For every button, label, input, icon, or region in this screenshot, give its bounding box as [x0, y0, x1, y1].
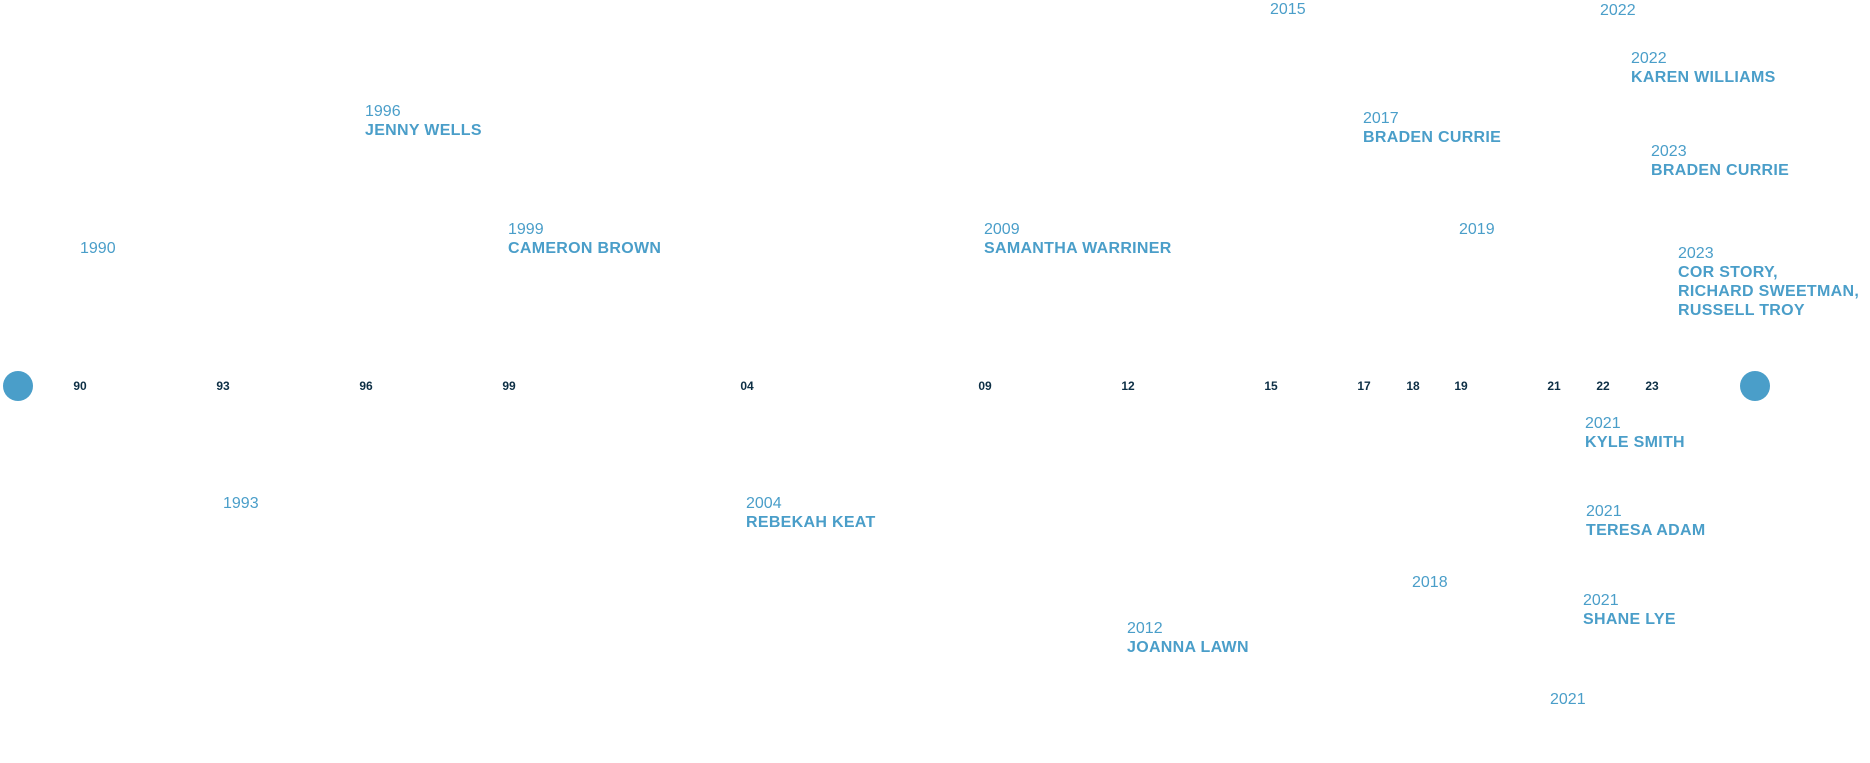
event-year: 1999: [508, 221, 544, 238]
event-year: 2009: [984, 221, 1020, 238]
event-year: 2004: [746, 495, 782, 512]
event-year: 2022: [1600, 2, 1636, 19]
timeline-start-dot: [3, 371, 33, 401]
axis-tick-label: 15: [1264, 379, 1278, 393]
axis-tick-label: 99: [502, 379, 516, 393]
event-person-name: SHANE LYE: [1583, 611, 1676, 628]
event-person-name: BRADEN CURRIE: [1651, 162, 1790, 179]
event-year: 2021: [1585, 415, 1621, 432]
axis-tick-label: 04: [740, 379, 754, 393]
axis-tick-label: 12: [1121, 379, 1135, 393]
timeline-event: 1990: [80, 239, 116, 258]
event-year: 2012: [1127, 620, 1163, 637]
event-year: 1993: [223, 495, 259, 512]
event-person-name: KYLE SMITH: [1585, 434, 1685, 451]
event-person-name: RUSSELL TROY: [1678, 302, 1805, 319]
axis-tick-label: 19: [1454, 379, 1468, 393]
event-person-name: TERESA ADAM: [1586, 522, 1706, 539]
timeline-end-dot: [1740, 371, 1770, 401]
axis-tick-label: 22: [1596, 379, 1610, 393]
timeline-event: 2021: [1550, 690, 1586, 709]
event-person-name: SAMANTHA WARRINER: [984, 240, 1172, 257]
event-year: 2023: [1678, 245, 1714, 262]
event-year: 2023: [1651, 143, 1687, 160]
event-year: 2015: [1270, 1, 1306, 18]
axis-tick-label: 96: [359, 379, 373, 393]
event-year: 1990: [80, 240, 116, 257]
axis-tick-label: 93: [216, 379, 230, 393]
event-person-name: KAREN WILLIAMS: [1631, 69, 1776, 86]
timeline-event: 2022: [1600, 1, 1636, 20]
timeline-event: 2015: [1270, 0, 1306, 19]
axis-tick-label: 23: [1645, 379, 1659, 393]
axis-tick-label: 17: [1357, 379, 1371, 393]
event-year: 2021: [1583, 592, 1619, 609]
event-person-name: REBEKAH KEAT: [746, 514, 876, 531]
event-person-name: JENNY WELLS: [365, 122, 482, 139]
event-person-name: JOANNA LAWN: [1127, 639, 1249, 656]
event-person-name: COR STORY,: [1678, 264, 1778, 281]
axis-tick-label: 18: [1406, 379, 1420, 393]
timeline-event: 2018: [1412, 573, 1448, 592]
event-year: 2018: [1412, 574, 1448, 591]
axis-tick-label: 21: [1547, 379, 1561, 393]
event-person-name: RICHARD SWEETMAN,: [1678, 283, 1860, 300]
timeline-event: 2019: [1459, 220, 1495, 239]
axis-tick-label: 90: [73, 379, 87, 393]
event-year: 2021: [1586, 503, 1622, 520]
event-year: 2017: [1363, 110, 1399, 127]
event-year: 2021: [1550, 691, 1586, 708]
event-year: 2019: [1459, 221, 1495, 238]
event-year: 2022: [1631, 50, 1667, 67]
timeline-event: 1993: [223, 494, 259, 513]
event-person-name: BRADEN CURRIE: [1363, 129, 1502, 146]
event-year: 1996: [365, 103, 401, 120]
event-person-name: CAMERON BROWN: [508, 240, 662, 257]
axis-tick-label: 09: [978, 379, 992, 393]
